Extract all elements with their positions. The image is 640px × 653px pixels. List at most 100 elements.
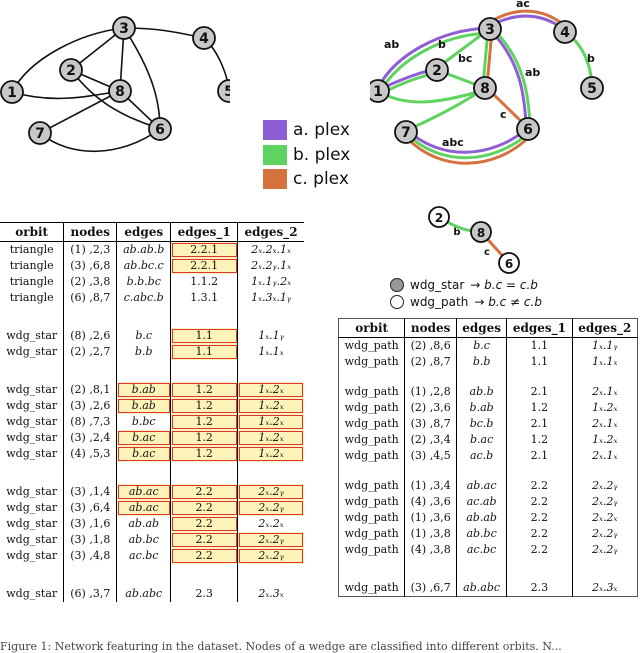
table-cell: 1.2	[170, 446, 239, 462]
table-cell: 2.3	[506, 580, 573, 597]
node-label: 8	[115, 84, 125, 100]
table-cell: 2.2.1	[170, 258, 239, 274]
right-plex-graph: 1 2 3 4 5 6 7 8 ab b bc ac b ab c abc	[370, 0, 604, 165]
table-cell: wdg_star	[0, 328, 65, 344]
graph-node	[148, 117, 172, 141]
node-label: 7	[35, 126, 45, 142]
table-cell: 2.3	[170, 586, 239, 602]
node-label: 5	[224, 84, 230, 100]
graph-node	[498, 252, 520, 274]
column-header: orbit	[338, 318, 406, 338]
edge-label: c	[500, 108, 507, 121]
table-cell: 2ₓ.2ᵧ	[592, 495, 618, 508]
table-cell: 1.2	[170, 398, 239, 414]
graph-node	[108, 79, 132, 103]
table-cell: 1.2	[170, 430, 239, 446]
table-cell: ab.bc	[456, 526, 508, 542]
table-cell: 2.2	[506, 542, 573, 558]
table-cell: wdg_path	[338, 542, 406, 558]
column-header: edges_2	[237, 222, 304, 242]
table-cell: wdg_star	[0, 484, 65, 500]
table-cell: 2ₓ.2ᵧ	[237, 500, 304, 516]
wdg-path-note: wdg_path → b.c ≠ c.b	[390, 295, 542, 309]
table-cell: (6) ,8,7	[63, 290, 118, 306]
wdg-star-note: wdg_star → b.c = c.b	[390, 278, 538, 292]
legend-label: a. plex	[293, 120, 350, 140]
note-label: wdg_path	[410, 295, 469, 309]
table-cell: 2ₓ.2ᵧ	[237, 484, 304, 500]
legend-swatch	[263, 145, 287, 165]
table-cell: wdg_path	[338, 478, 406, 494]
edge-label: ab	[525, 66, 540, 79]
table-cell: 1.1.2	[170, 274, 239, 290]
table-cell: wdg_star	[0, 430, 65, 446]
table-cell: b.b.bc	[116, 274, 172, 290]
table-cell: 2.1	[506, 384, 573, 400]
table-cell: 2.2	[506, 526, 573, 542]
edge-label: b	[438, 38, 446, 51]
node-label: 3	[119, 21, 129, 37]
table-cell: 2ₓ.2ₓ.1ₓ	[251, 243, 291, 256]
table-cell: (2) ,8,1	[63, 382, 118, 398]
table-cell: c.abc.b	[116, 290, 172, 306]
table-cell: 1.1	[170, 344, 239, 360]
graph-node	[478, 17, 502, 41]
node-label: 2	[435, 211, 443, 225]
table-cell: ab.ab	[456, 510, 508, 526]
node-label: 7	[401, 125, 411, 141]
table-cell: 2.2	[170, 484, 239, 500]
node-label: 2	[432, 63, 442, 79]
table-cell: (3) ,8,7	[404, 416, 457, 432]
table-cell: 2ₓ.2ᵧ.1ₓ	[251, 259, 292, 272]
table-cell: ab.abc	[456, 580, 508, 597]
table-cell: (6) ,3,7	[63, 586, 118, 602]
table-cell: (3) ,1,6	[63, 516, 118, 532]
left-network-graph: 1 2 3 4 5 6 7 8	[0, 16, 230, 153]
legend-swatch	[263, 120, 287, 140]
edge-label: bc	[458, 52, 472, 65]
edge-label: ab	[384, 38, 399, 51]
graph-node	[192, 26, 216, 50]
graph-node	[470, 221, 492, 243]
table-cell: 2.2	[170, 516, 239, 532]
table-cell: b.c	[116, 328, 172, 344]
table-cell: 2ₓ.2ᵧ	[592, 527, 618, 540]
table-cell: wdg_path	[338, 510, 406, 526]
table-cell: (8) ,7,3	[63, 414, 118, 430]
legend-label: c. plex	[293, 169, 349, 189]
table-cell: (1) ,2,8	[404, 384, 457, 400]
table-cell: 1.3.1	[170, 290, 239, 306]
table-cell: (3) ,6,8	[63, 258, 118, 274]
table-cell: (2) ,8,6	[404, 337, 457, 354]
table-cell: wdg_star	[0, 516, 65, 532]
table-cell: 2.1	[506, 448, 573, 464]
table-cell: 1ₓ.1ₓ	[592, 355, 618, 368]
table-cell: 1.1	[506, 337, 573, 354]
table-cell: 2ₓ.2ₓ	[592, 511, 618, 524]
node-label: 6	[505, 257, 513, 271]
legend-item: a. plex	[263, 120, 350, 140]
node-label: 5	[587, 81, 597, 97]
table-cell: 1ₓ.1ᵧ	[258, 329, 284, 342]
table-cell: bc.b	[456, 416, 508, 432]
table-cell: 2.2	[170, 500, 239, 516]
table-cell: (3) ,4,5	[404, 448, 457, 464]
table-cell: wdg_star	[0, 548, 65, 564]
table-cell: ab.ab.b	[116, 241, 172, 258]
table-cell: (3) ,2,4	[63, 430, 118, 446]
table-cell: 1ₓ.1ᵧ	[592, 339, 618, 352]
edge-label: ac	[516, 0, 530, 10]
table-cell: (1) ,3,4	[404, 478, 457, 494]
